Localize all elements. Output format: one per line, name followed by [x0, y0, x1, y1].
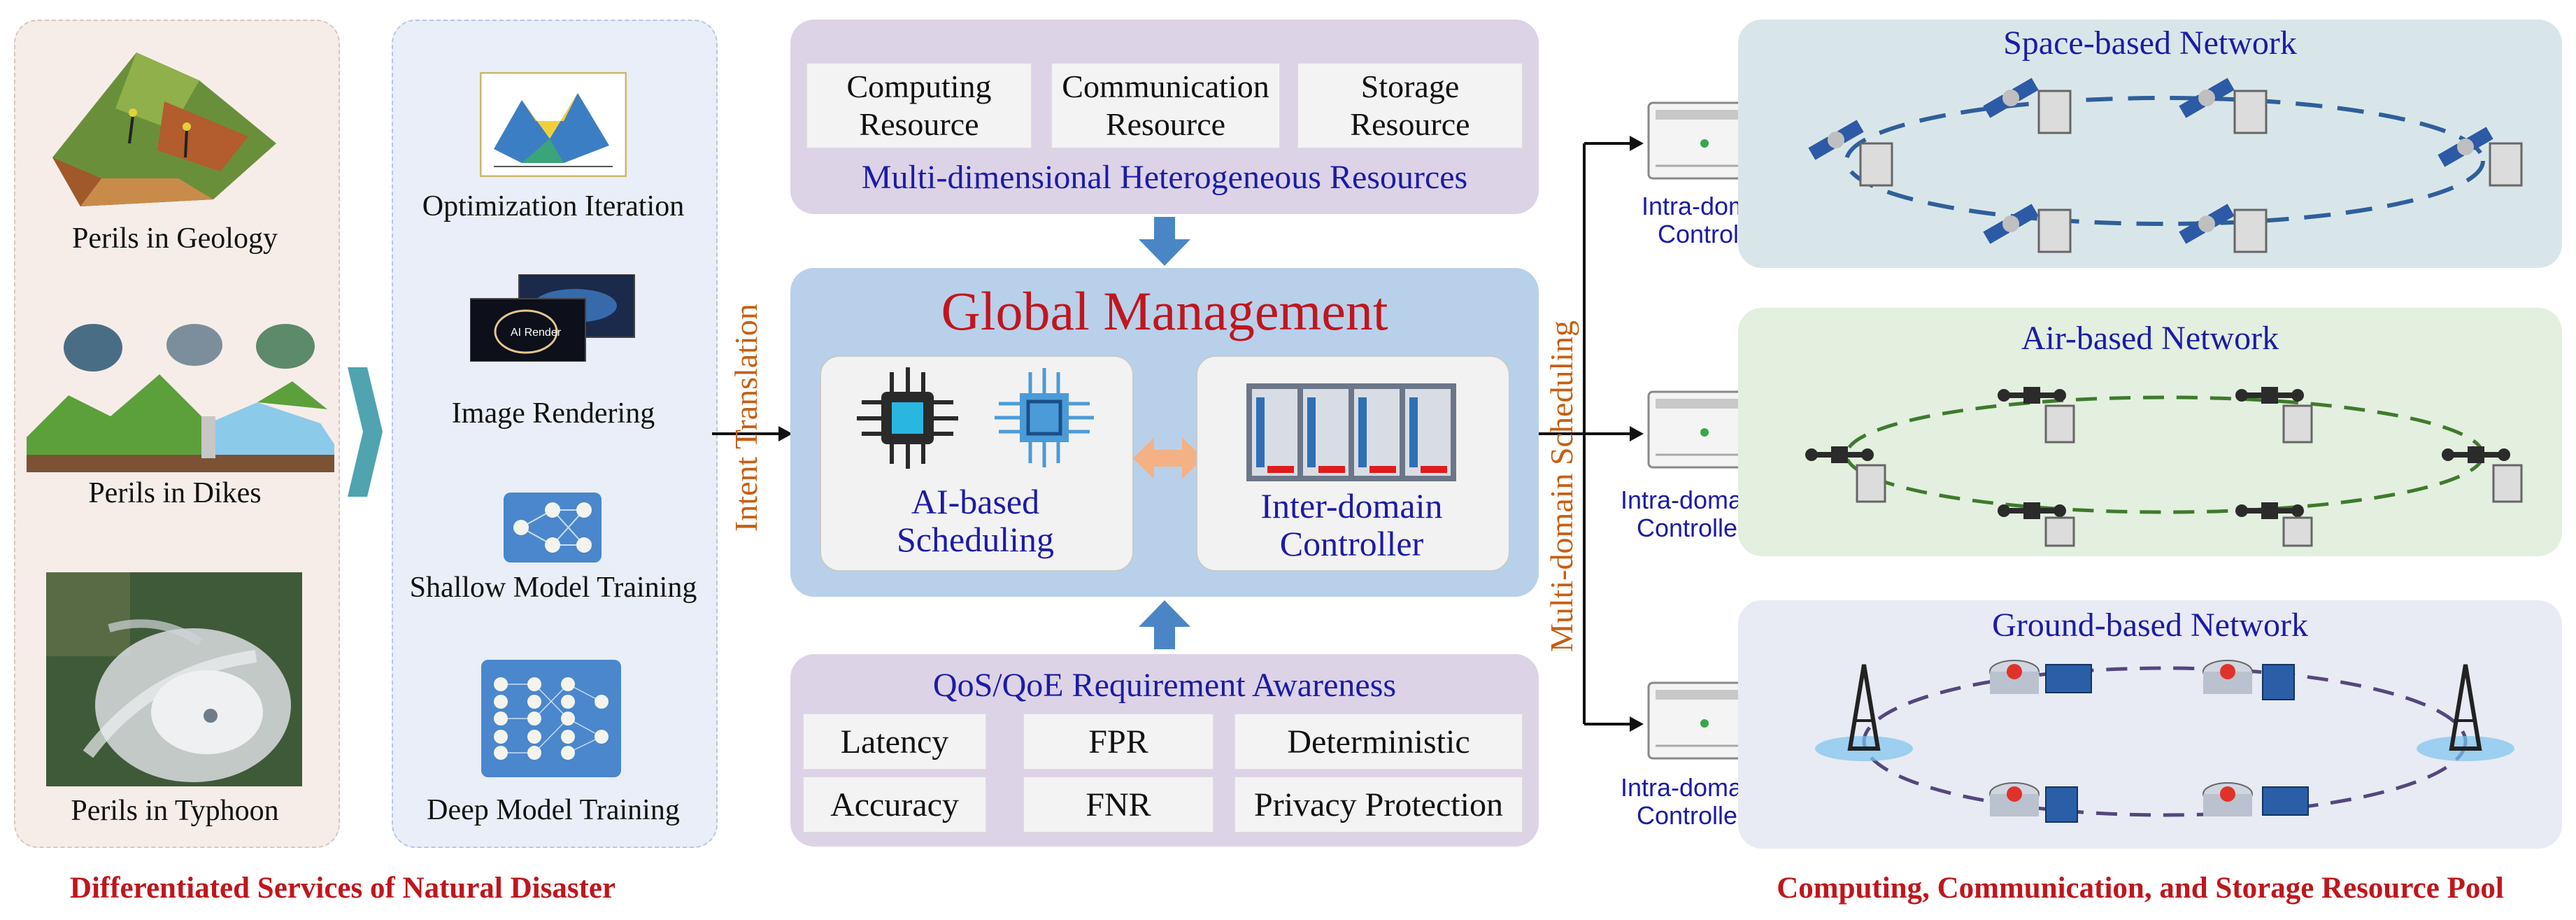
task-label-shallow: Shallow Model Training	[409, 572, 697, 604]
space-network-title: Space-based Network	[2003, 24, 2297, 62]
qos-privacy: Privacy Protection	[1234, 777, 1523, 833]
shallow-network-icon	[504, 493, 602, 562]
peril-label-dikes: Perils in Dikes	[88, 477, 262, 509]
resource-storage-line2: Resource	[1350, 106, 1470, 142]
resource-communication-line2: Resource	[1105, 106, 1226, 142]
intra-controller-air-line2: Controller	[1636, 514, 1746, 543]
ai-chip-icon	[857, 367, 958, 469]
svg-text:AI Render: AI Render	[511, 327, 562, 339]
intra-controller-ground-line2: Controller	[1636, 801, 1746, 830]
arrow-up-icon	[1139, 600, 1190, 649]
multi-domain-scheduling-label: Multi-domain Scheduling	[1544, 320, 1579, 652]
resources-title: Multi-dimensional Heterogeneous Resource…	[861, 159, 1468, 196]
ai-scheduling-line2: Scheduling	[897, 520, 1054, 559]
intent-translation-label: Intent Translation	[728, 304, 764, 532]
qos-fnr: FNR	[1023, 777, 1214, 833]
services-caption: Differentiated Services of Natural Disas…	[69, 872, 616, 905]
resource-computing-line2: Resource	[859, 106, 979, 142]
task-label-rendering: Image Rendering	[451, 397, 655, 430]
qos-deterministic: Deterministic	[1234, 714, 1523, 770]
qos-title: QoS/QoE Requirement Awareness	[932, 667, 1397, 704]
qos-fpr: FPR	[1023, 714, 1214, 770]
server-rack-icon	[1246, 383, 1456, 481]
intra-controller-server-icon	[1647, 390, 1763, 469]
3d-surface-plot-icon	[480, 72, 627, 177]
task-label-deep: Deep Model Training	[427, 794, 680, 826]
typhoon-satellite-image	[46, 572, 302, 786]
cell-tower-icon	[1815, 664, 2514, 761]
network-switch-icon	[2045, 664, 2309, 823]
bidirectional-arrow-icon	[1133, 437, 1203, 479]
router-icon	[1989, 660, 2253, 816]
ai-scheduling-line1: AI-based	[911, 482, 1040, 521]
air-network-panel	[1738, 308, 2562, 556]
arrow-down-icon	[1139, 217, 1190, 266]
drone-icon	[1805, 387, 2510, 519]
task-label-optimization: Optimization Iteration	[422, 190, 685, 222]
inter-domain-line1: Inter-domain	[1260, 486, 1443, 525]
intent-arrow	[712, 426, 792, 441]
air-network-title: Air-based Network	[2021, 320, 2279, 357]
ground-network-diagram	[1815, 660, 2514, 823]
peril-label-typhoon: Perils in Typhoon	[71, 795, 279, 827]
qos-accuracy: Accuracy	[803, 777, 986, 833]
ai-scheduling-box	[820, 355, 1134, 572]
satellite-icon	[1808, 78, 2493, 244]
scheduling-arrows	[1539, 136, 1644, 732]
ground-network-title: Ground-based Network	[1992, 607, 2308, 644]
dike-landscape-icon	[27, 324, 334, 472]
resource-computing-line1: Computing	[846, 69, 992, 105]
inter-domain-line2: Controller	[1279, 524, 1424, 563]
air-network-diagram	[1805, 387, 2523, 547]
peril-label-geology: Perils in Geology	[72, 222, 278, 255]
qos-latency: Latency	[803, 714, 986, 770]
deep-network-icon	[481, 660, 621, 777]
global-management-title: Global Management	[941, 281, 1388, 341]
server-tower-icon	[1859, 90, 2523, 253]
processor-icon	[995, 368, 1094, 467]
ai-render-screens-icon: AI Render	[470, 274, 635, 362]
space-network-diagram	[1808, 78, 2523, 253]
resource-pool-caption: Computing, Communication, and Storage Re…	[1777, 872, 2504, 905]
resource-communication-line1: Communication	[1062, 69, 1269, 105]
server-tower-icon	[1856, 404, 2523, 547]
resource-storage-line1: Storage	[1360, 69, 1460, 105]
chevron-right-icon	[348, 367, 383, 497]
geology-terrain-icon	[52, 52, 276, 206]
intra-controller-server-icon	[1647, 101, 1763, 180]
